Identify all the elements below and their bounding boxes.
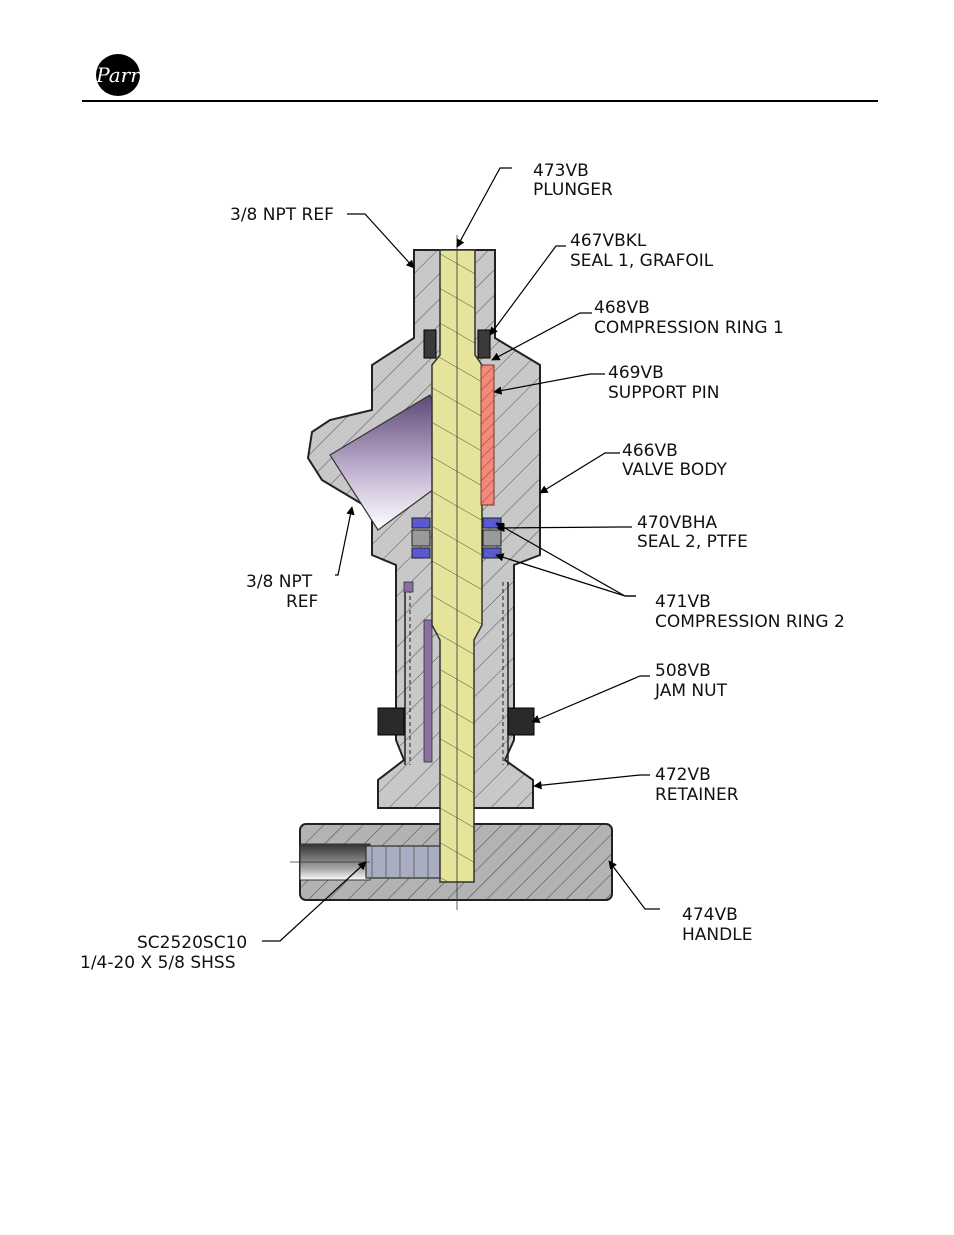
label-retainer-name: RETAINER	[655, 785, 739, 805]
support-pin-part	[481, 365, 494, 505]
label-seal2-name: SEAL 2, PTFE	[637, 532, 748, 552]
set-screw-part	[366, 846, 450, 878]
label-compring1-name: COMPRESSION RING 1	[594, 318, 784, 338]
label-retainer-code: 472VB	[655, 765, 711, 785]
label-seal2-code: 470VBHA	[637, 513, 718, 533]
label-supportpin-name: SUPPORT PIN	[608, 383, 719, 403]
label-compring2-name: COMPRESSION RING 2	[655, 612, 845, 632]
label-plunger-name: PLUNGER	[533, 180, 613, 200]
label-handle-code: 474VB	[682, 905, 738, 925]
label-valvebody-name: VALVE BODY	[622, 460, 727, 480]
label-setscrew-name: 1/4-20 X 5/8 SHSS	[80, 953, 236, 973]
label-jamnut-code: 508VB	[655, 661, 711, 681]
label-plunger-code: 473VB	[533, 161, 589, 181]
label-setscrew-code: SC2520SC10	[137, 933, 247, 953]
retainer-inner-sleeve	[424, 620, 432, 762]
label-seal1-name: SEAL 1, GRAFOIL	[570, 251, 714, 271]
retainer-inner-sleeve-2	[404, 582, 413, 592]
label-npt-side-line1: 3/8 NPT	[246, 572, 313, 592]
label-npt-side-line2: REF	[286, 592, 318, 612]
label-supportpin-code: 469VB	[608, 363, 664, 383]
label-valvebody-code: 466VB	[622, 441, 678, 461]
label-compring1-code: 468VB	[594, 298, 650, 318]
label-jamnut-name: JAM NUT	[654, 681, 728, 701]
label-npt-top: 3/8 NPT REF	[230, 205, 334, 225]
label-compring2-code: 471VB	[655, 592, 711, 612]
label-handle-name: HANDLE	[682, 925, 752, 945]
label-seal1-code: 467VBKL	[570, 231, 647, 251]
